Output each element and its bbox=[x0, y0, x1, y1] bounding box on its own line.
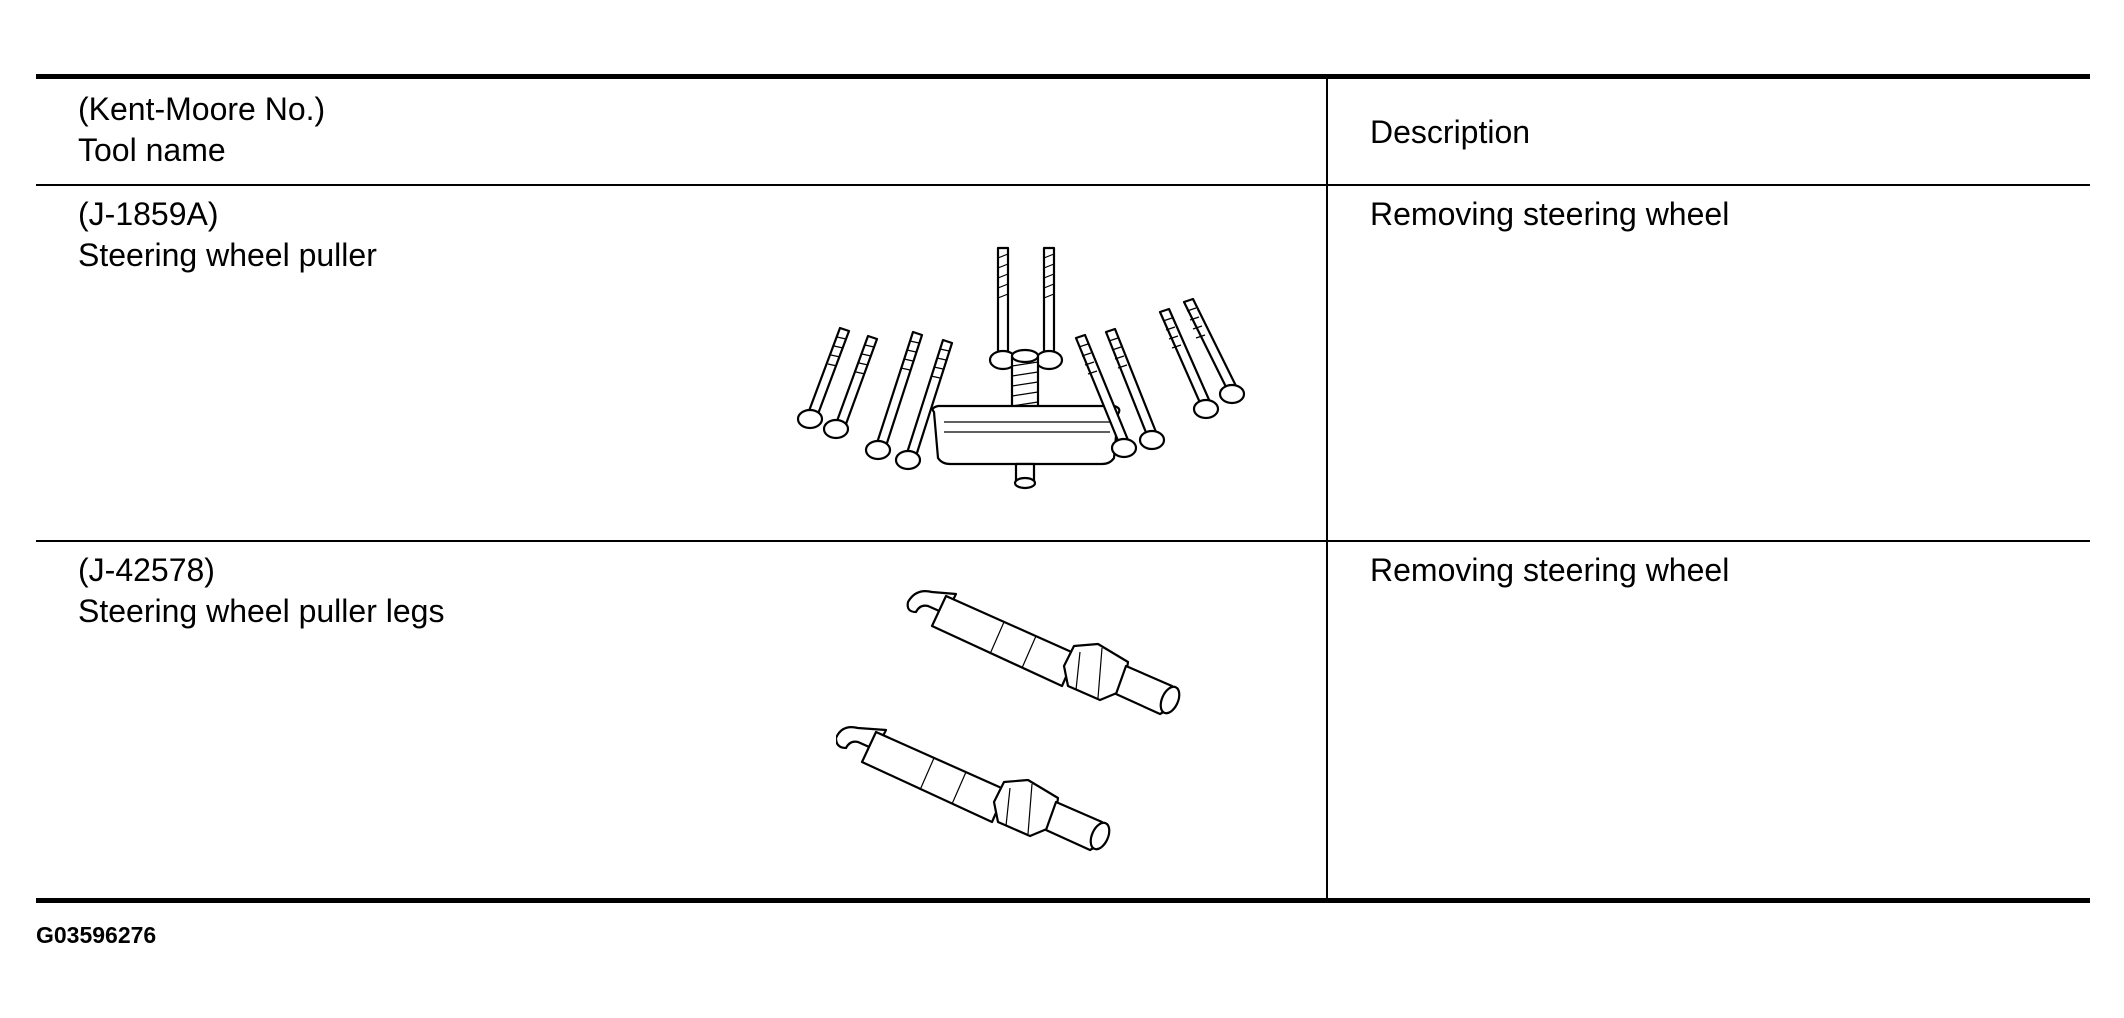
description-cell: Removing steering wheel bbox=[1328, 186, 2090, 540]
figure-id: G03596276 bbox=[36, 922, 157, 948]
tool-name: Steering wheel puller bbox=[78, 237, 377, 273]
tool-description: Removing steering wheel bbox=[1370, 552, 1730, 588]
table-row: (J-42578) Steering wheel puller legs bbox=[36, 542, 2090, 898]
tool-cell: (J-42578) Steering wheel puller legs bbox=[36, 542, 1328, 898]
table-row: (J-1859A) Steering wheel puller bbox=[36, 186, 2090, 542]
header-description-label: Description bbox=[1370, 114, 1531, 150]
header-tool-name-text: (Kent-Moore No.) Tool name bbox=[78, 89, 325, 171]
header-tool-name-cell: (Kent-Moore No.) Tool name bbox=[36, 79, 1328, 184]
tool-name: Steering wheel puller legs bbox=[78, 593, 445, 629]
header-description-cell: Description bbox=[1328, 79, 2090, 184]
tool-cell: (J-1859A) Steering wheel puller bbox=[36, 186, 1328, 540]
tool-number: (J-42578) bbox=[78, 552, 215, 588]
description-cell: Removing steering wheel bbox=[1328, 542, 2090, 898]
steering-wheel-puller-icon bbox=[796, 246, 1246, 490]
steering-wheel-puller-legs-icon bbox=[836, 590, 1181, 852]
tool-description: Removing steering wheel bbox=[1370, 196, 1730, 232]
tool-text: (J-1859A) Steering wheel puller bbox=[78, 194, 377, 276]
header-tool-name-label: Tool name bbox=[78, 132, 226, 168]
special-tools-table: (Kent-Moore No.) Tool name Description (… bbox=[36, 74, 2090, 903]
table-header-row: (Kent-Moore No.) Tool name Description bbox=[36, 79, 2090, 186]
tool-text: (J-42578) Steering wheel puller legs bbox=[78, 550, 444, 632]
tool-number: (J-1859A) bbox=[78, 196, 219, 232]
header-kent-moore-label: (Kent-Moore No.) bbox=[78, 91, 326, 127]
